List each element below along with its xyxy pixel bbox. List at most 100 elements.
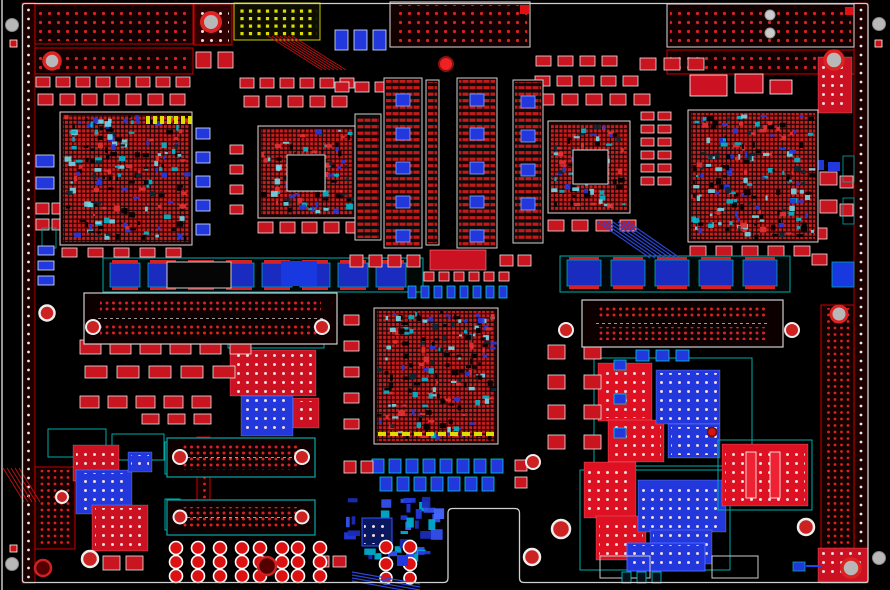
ic-chip [769,79,793,95]
cap-row-blue [379,476,495,492]
tht-pad-cluster [252,540,290,584]
passives-col [657,111,672,186]
trace-bundle-blue [597,221,681,259]
passives-row [334,81,390,93]
tooling-hole [5,557,19,571]
ic-chip [734,73,764,94]
relay-footprint [721,443,809,507]
power-pour-red [229,349,317,397]
pin-header-field [389,1,531,48]
yellow-pads [146,116,192,124]
mounting-hole [294,509,310,525]
fiducial [9,39,18,48]
mounting-hole [550,518,572,540]
passives-row [61,247,182,258]
ic-chip-dark [166,261,232,289]
via-hole [764,9,776,21]
mounting-hole [314,319,330,335]
ic-row [141,413,212,425]
silk-outline [711,555,759,579]
ic-row-bluechip [566,257,778,289]
edge-socket-strip [820,304,855,584]
passives-row [243,95,348,108]
fiducial [9,544,18,553]
power-pour-blue [127,451,153,473]
mounting-hole [200,11,222,33]
cap-row-blue [371,458,504,474]
power-pour-red [583,461,637,519]
card-edge-connector [166,499,316,536]
cap-col [547,344,566,450]
power-pour-red [597,362,653,422]
mounting-hole [558,322,574,338]
mounting-hole [33,558,53,578]
relay-contact [745,451,757,499]
yellow-header-field [233,2,321,41]
passives-col [229,144,244,215]
ic-chip-blue [828,162,840,171]
fiducial [874,39,883,48]
connector-blue [626,542,706,572]
edge-pin-column-left [27,8,30,579]
power-pour-red [292,397,320,429]
passives-row [343,460,374,474]
ic-row [79,395,212,409]
mounting-hole [172,449,188,465]
cpu-chip [547,120,631,214]
mounting-hole [438,56,454,72]
silk-outline [842,155,855,183]
silk-outline [717,439,813,511]
power-pour-red [607,419,665,463]
socket-strip [34,466,76,550]
cap-row-blue [635,349,690,362]
passives-row [499,254,532,267]
mounting-hole [829,304,849,324]
ic-chip [429,249,487,271]
mounting-hole [525,454,541,470]
mounting-hole [823,49,845,71]
fiducial [845,7,853,15]
bga-chip [59,111,193,246]
mounting-hole [522,547,542,567]
passives-row [537,93,651,106]
passives-row [535,55,618,67]
mounting-hole [796,517,816,537]
passives-row [195,51,234,69]
power-pour-blue [637,479,727,533]
tooling-hole [872,17,886,31]
mounting-hole [784,322,800,338]
board-connector [581,299,784,348]
silk-outline [842,197,855,225]
ic-chip-blue [831,261,855,288]
silk-text-marks [378,432,494,436]
passives-col [343,314,360,430]
fiducial [520,5,529,14]
passives-row [35,76,191,88]
cap-col [819,171,838,214]
power-pour-blue [655,369,721,425]
tooling-hole [872,551,886,565]
power-pour-blue [75,469,133,515]
memory-strip [354,113,382,241]
bga-chip [373,307,499,445]
fpga-chip [687,109,819,243]
ic-chip [689,74,728,97]
ic-row [84,365,236,379]
power-pour-red [91,504,149,552]
passives-col-blue [37,245,55,286]
passives-row [639,57,705,71]
mounting-hole [840,557,862,579]
passives-col [35,202,50,231]
mounting-hole [42,51,62,71]
mounting-hole [85,319,101,335]
mounting-hole [256,555,278,577]
mounting-hole [38,304,56,322]
mounting-hole [80,549,100,569]
passives-col [640,111,655,186]
passives-row [349,254,421,268]
mounting-hole [55,490,69,504]
mounting-hole [294,449,310,465]
cap-row [102,555,144,571]
